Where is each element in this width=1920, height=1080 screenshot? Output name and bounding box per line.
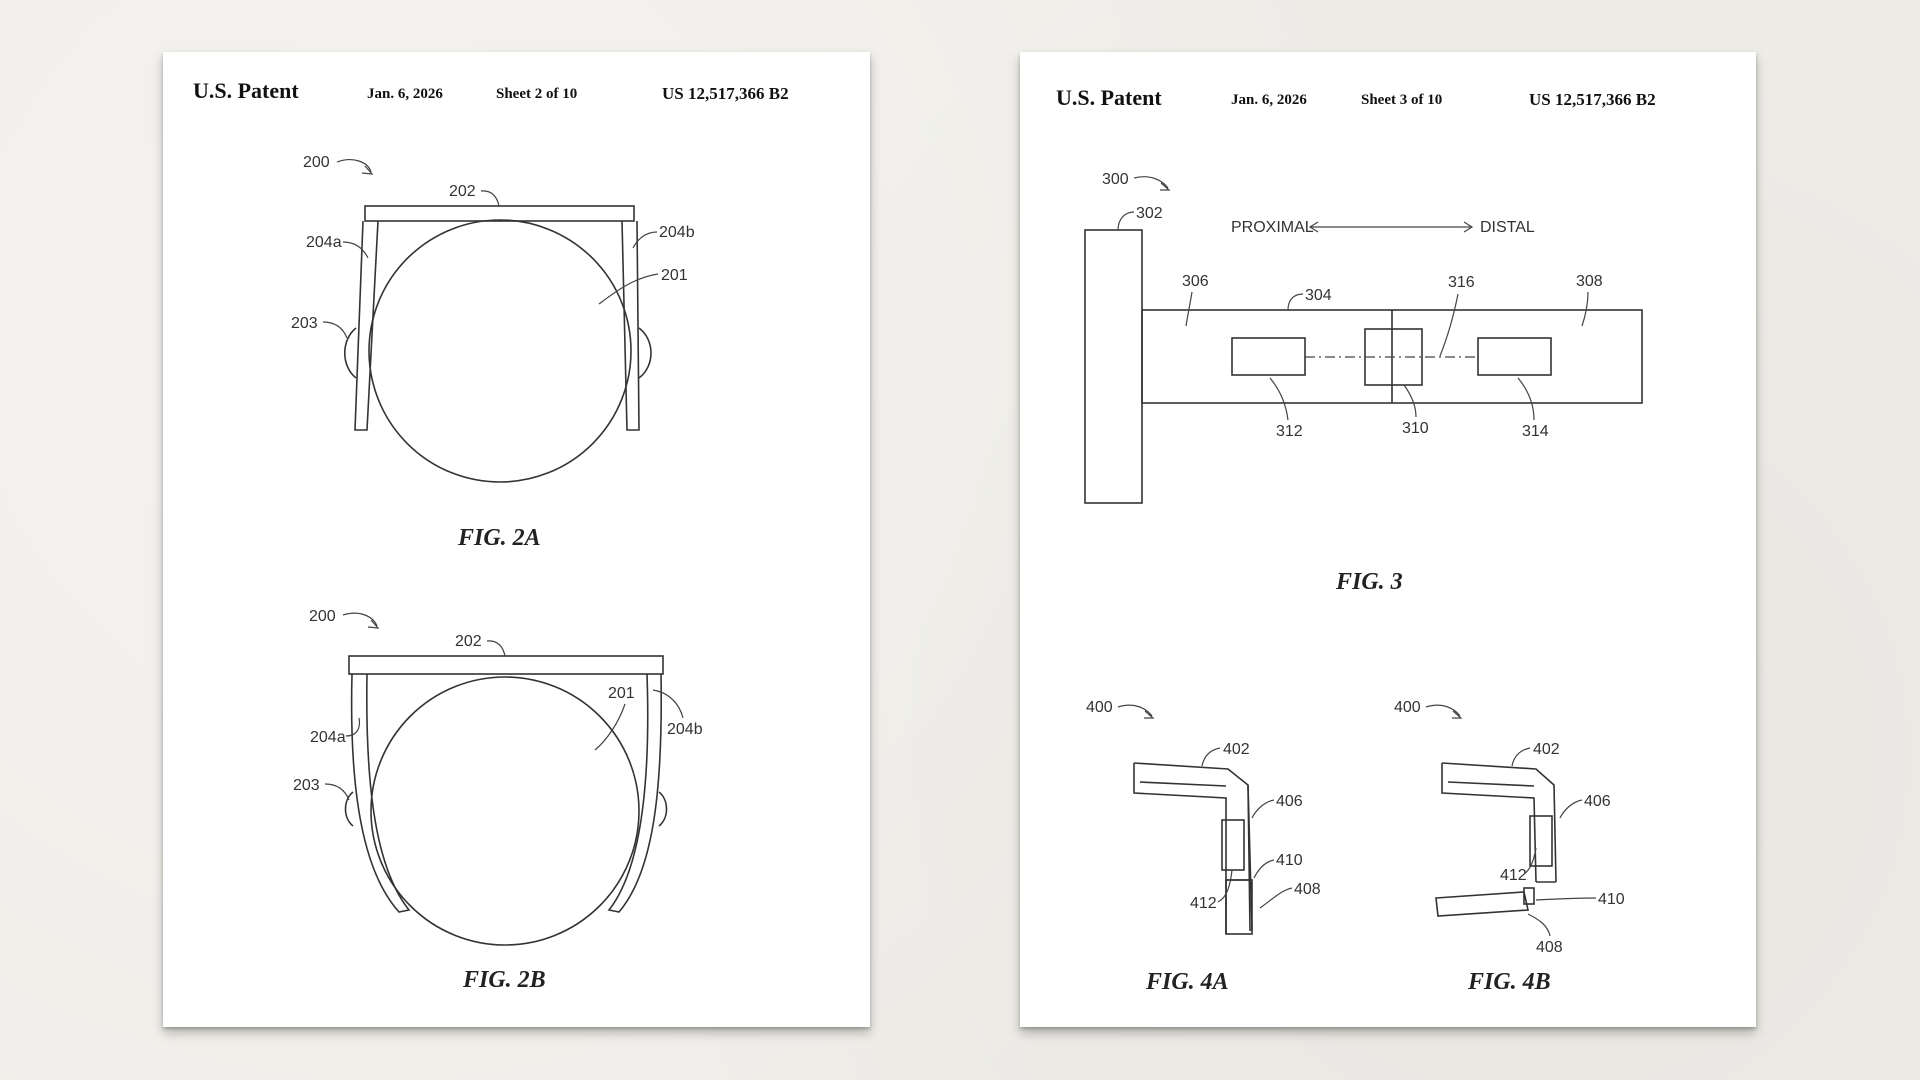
ref-408: 408 xyxy=(1294,881,1321,898)
bump-203-right xyxy=(659,792,667,826)
arm-204a xyxy=(355,221,378,430)
leader-200 xyxy=(337,160,371,172)
ref-312: 312 xyxy=(1276,423,1303,440)
bump-203-left xyxy=(346,792,354,826)
ref-412: 412 xyxy=(1500,867,1527,884)
leader-202 xyxy=(487,641,505,656)
ref-400: 400 xyxy=(1394,699,1421,716)
ref-202: 202 xyxy=(449,183,476,200)
leader-402 xyxy=(1202,748,1220,766)
ref-200: 200 xyxy=(309,608,336,625)
leader-410 xyxy=(1536,898,1596,900)
leader-203 xyxy=(323,322,347,338)
ref-310: 310 xyxy=(1402,420,1429,437)
leader-410 xyxy=(1254,860,1274,878)
ref-204a: 204a xyxy=(310,729,346,746)
ref-302: 302 xyxy=(1136,205,1163,222)
ref-200: 200 xyxy=(303,154,330,171)
lower-408 xyxy=(1226,880,1252,934)
fig-4a: 400 402 406 410 412 408 xyxy=(1086,699,1321,934)
cap-202 xyxy=(365,206,634,221)
leader-310 xyxy=(1404,385,1416,417)
leader-316 xyxy=(1440,294,1458,356)
leader-204a xyxy=(343,242,368,258)
leader-314 xyxy=(1518,378,1534,420)
leader-408 xyxy=(1260,888,1292,908)
caption-fig-2b: FIG. 2B xyxy=(463,967,546,994)
ref-308: 308 xyxy=(1576,273,1603,290)
bump-203-right xyxy=(639,328,651,378)
ref-306: 306 xyxy=(1182,273,1209,290)
ref-408: 408 xyxy=(1536,939,1563,956)
caption-fig-2a: FIG. 2A xyxy=(458,525,541,552)
lower-408 xyxy=(1436,892,1528,916)
ref-316: 316 xyxy=(1448,274,1475,291)
leader-402 xyxy=(1512,748,1530,766)
ref-410: 410 xyxy=(1276,852,1303,869)
post-302 xyxy=(1085,230,1142,503)
caption-fig-4b: FIG. 4B xyxy=(1468,969,1551,996)
leader-400 xyxy=(1426,705,1460,716)
arm-204b xyxy=(609,674,661,912)
patent-sheet-2: U.S. Patent Jan. 6, 2026 Sheet 2 of 10 U… xyxy=(163,52,870,1027)
ref-410: 410 xyxy=(1598,891,1625,908)
leader-204b xyxy=(653,690,683,718)
cap-202 xyxy=(349,656,663,674)
ref-204b: 204b xyxy=(659,224,695,241)
ref-402: 402 xyxy=(1533,741,1560,758)
leader-203 xyxy=(325,784,349,800)
body-406 xyxy=(1442,763,1536,882)
ref-402: 402 xyxy=(1223,741,1250,758)
ref-204a: 204a xyxy=(306,234,342,251)
ref-201: 201 xyxy=(661,267,688,284)
ref-412: 412 xyxy=(1190,895,1217,912)
leader-201 xyxy=(599,274,658,304)
leader-306 xyxy=(1186,292,1192,326)
ref-201: 201 xyxy=(608,685,635,702)
leader-200 xyxy=(343,613,377,626)
label-distal: DISTAL xyxy=(1480,219,1535,236)
ref-406: 406 xyxy=(1276,793,1303,810)
fig-3-4-drawing: 300 302 PROXIMAL DISTAL 306 304 316 308 xyxy=(1020,52,1756,1027)
ref-406: 406 xyxy=(1584,793,1611,810)
caption-fig-3: FIG. 3 xyxy=(1336,569,1403,596)
label-proximal: PROXIMAL xyxy=(1231,219,1314,236)
arm-402-inner xyxy=(1448,782,1534,786)
arm-204b xyxy=(622,221,639,430)
ref-400: 400 xyxy=(1086,699,1113,716)
ball-201 xyxy=(369,220,631,482)
fig-2a: 200 202 204a 204b 201 203 xyxy=(291,154,695,482)
ball-201 xyxy=(371,677,639,945)
leader-406 xyxy=(1252,800,1274,818)
leader-302 xyxy=(1118,212,1134,230)
leader-202 xyxy=(481,191,499,206)
ref-202: 202 xyxy=(455,633,482,650)
leader-406 xyxy=(1560,800,1582,818)
fig-2b: 200 202 204a 204b 201 203 xyxy=(293,608,703,945)
leader-300 xyxy=(1134,177,1168,188)
ref-304: 304 xyxy=(1305,287,1332,304)
leader-304 xyxy=(1288,294,1303,310)
ref-203: 203 xyxy=(293,777,320,794)
arm-402 xyxy=(1442,763,1556,882)
ref-314: 314 xyxy=(1522,423,1549,440)
leader-408 xyxy=(1528,914,1550,936)
leader-308 xyxy=(1582,292,1588,326)
caption-fig-4a: FIG. 4A xyxy=(1146,969,1229,996)
ref-300: 300 xyxy=(1102,171,1129,188)
fig-4b: 400 402 406 412 410 408 xyxy=(1394,699,1625,956)
block-314 xyxy=(1478,338,1551,375)
ref-203: 203 xyxy=(291,315,318,332)
arm-204a xyxy=(352,674,409,912)
leader-412 xyxy=(1218,870,1232,902)
ref-204b: 204b xyxy=(667,721,703,738)
patent-sheet-3: U.S. Patent Jan. 6, 2026 Sheet 3 of 10 U… xyxy=(1020,52,1756,1027)
leader-400 xyxy=(1118,705,1152,716)
fig-3: 300 302 PROXIMAL DISTAL 306 304 316 308 xyxy=(1085,171,1642,503)
block-312 xyxy=(1232,338,1305,375)
leader-312 xyxy=(1270,378,1288,420)
arm-402-inner xyxy=(1140,782,1226,786)
